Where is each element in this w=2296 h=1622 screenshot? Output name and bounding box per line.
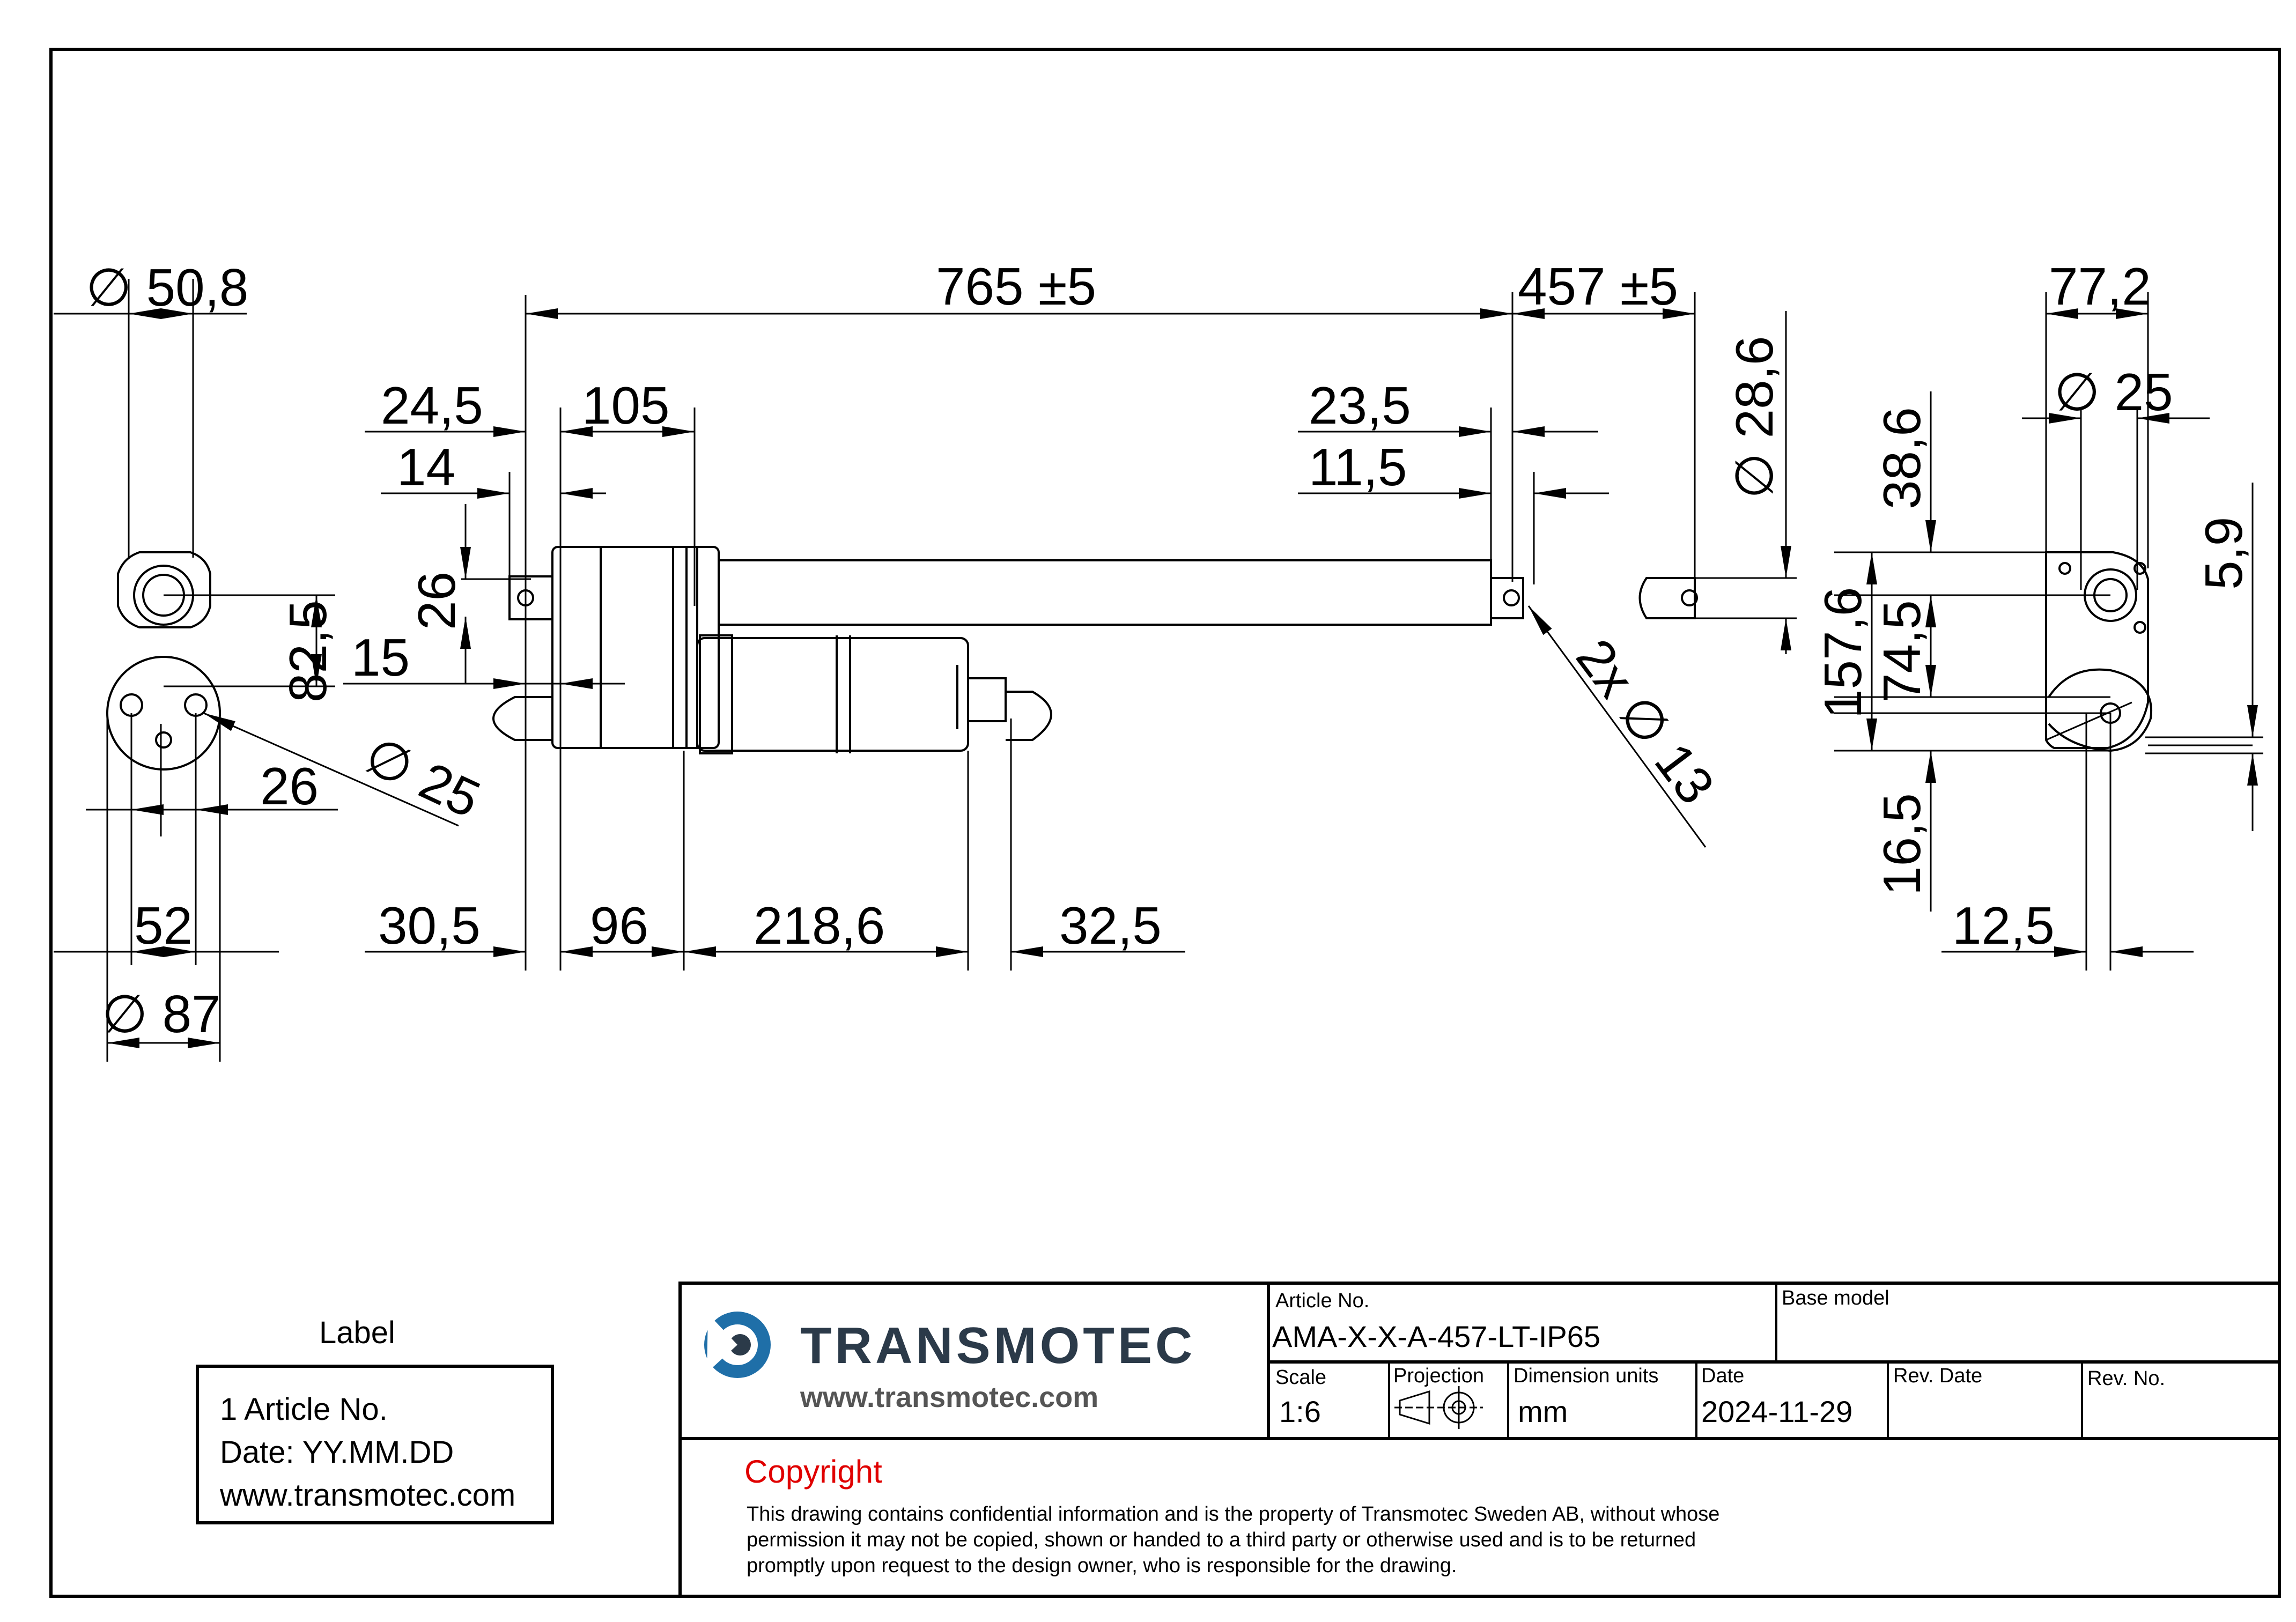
dimension-units-value: mm [1518, 1395, 1568, 1428]
dim-77-2: 77,2 [2049, 257, 2151, 316]
dim-457: 457 ±5 [1518, 257, 1678, 316]
label-line-website: www.transmotec.com [220, 1478, 516, 1513]
dim-16-5: 16,5 [1872, 793, 1931, 895]
dim-96: 96 [590, 896, 648, 955]
side-view-labels: 765 ±5 457 ±5 24,5 105 14 23,5 11,5 26 1… [351, 257, 1784, 955]
dim-23-5: 23,5 [1309, 376, 1411, 435]
rev-no-label: Rev. No. [2087, 1367, 2166, 1390]
right-view-labels: 77,2 ∅ 25 38,6 157,6 74,5 5,9 16,5 12,5 [1813, 257, 2253, 955]
date-label: Date [1701, 1365, 1745, 1387]
dim-14: 14 [397, 438, 455, 497]
right-end-view [1834, 292, 2263, 971]
rev-date-label: Rev. Date [1893, 1365, 1983, 1387]
article-no-value: AMA-X-X-A-457-LT-IP65 [1272, 1320, 1601, 1353]
dim-105: 105 [582, 376, 670, 435]
dimension-units-label: Dimension units [1514, 1365, 1659, 1387]
company-name: TRANSMOTEC [800, 1317, 1196, 1374]
dim-218-6: 218,6 [754, 896, 885, 955]
label-line-date: Date: YY.MM.DD [220, 1435, 454, 1470]
dim-82-5: 82,5 [278, 600, 337, 702]
dim-dia-25-top: ∅ 25 [2054, 362, 2173, 421]
article-no-label: Article No. [1275, 1290, 1370, 1312]
label-box [196, 1365, 554, 1524]
scale-label: Scale [1275, 1366, 1327, 1389]
dim-dia-28-6: ∅ 28,6 [1725, 336, 1784, 499]
dim-52: 52 [134, 896, 193, 955]
dim-dia-87: ∅ 87 [102, 984, 221, 1043]
dim-5-9: 5,9 [2194, 517, 2253, 590]
actuator-side-view [492, 546, 1797, 754]
transmotec-logo-icon [704, 1312, 771, 1378]
projection-symbol-icon [1394, 1386, 1483, 1429]
dim-157-6: 157,6 [1813, 587, 1872, 719]
dim-24-5: 24,5 [381, 376, 483, 435]
dim-15: 15 [351, 628, 410, 687]
dim-30-5: 30,5 [378, 896, 481, 955]
dim-11-5: 11,5 [1309, 438, 1407, 497]
dim-38-6: 38,6 [1872, 407, 1931, 509]
dim-dia-25-left: ∅ 25 [356, 725, 489, 828]
projection-label: Projection [1393, 1365, 1484, 1387]
copyright-text: This drawing contains confidential infor… [747, 1503, 1720, 1577]
dim-26-horizontal: 26 [260, 757, 319, 816]
label-title: Label [319, 1315, 395, 1350]
dim-12-5: 12,5 [1952, 896, 2055, 955]
title-block [678, 1282, 2281, 1598]
label-line-article: 1 Article No. [220, 1392, 388, 1427]
dim-765: 765 ±5 [936, 257, 1096, 316]
dim-2x-dia-13: 2x ∅ 13 [1565, 628, 1726, 814]
company-website: www.transmotec.com [800, 1381, 1099, 1413]
date-value: 2024-11-29 [1701, 1395, 1853, 1428]
side-view-dimension-lines [343, 292, 1791, 971]
base-model-label: Base model [1782, 1287, 1889, 1309]
dim-26-vertical: 26 [407, 572, 466, 630]
copyright-title: Copyright [744, 1454, 882, 1490]
scale-value: 1:6 [1279, 1395, 1321, 1428]
dim-74-5: 74,5 [1872, 600, 1931, 702]
dim-dia-50-8: ∅ 50,8 [86, 258, 248, 317]
left-end-view [54, 279, 459, 1062]
dim-32-5: 32,5 [1059, 896, 1162, 955]
